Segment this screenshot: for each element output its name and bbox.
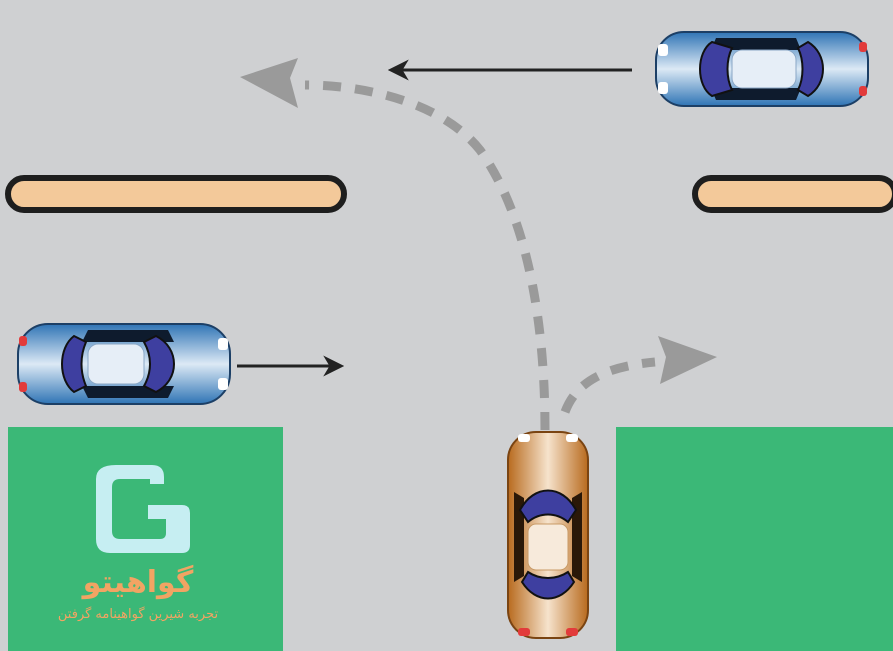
arrow-right-turn-head (658, 336, 717, 384)
path-right-turn (560, 357, 656, 414)
grass-bottom-right (616, 427, 893, 651)
car-left (17, 323, 231, 405)
logo: گواهیتو تجربه شیرین گواهینامه گرفتن (58, 465, 219, 622)
lane-divider-right (692, 175, 893, 213)
logo-tagline: تجربه شیرین گواهینامه گرفتن (58, 606, 219, 622)
path-left-turn (304, 80, 550, 431)
car-top-right (655, 31, 869, 107)
logo-name: گواهیتو (81, 564, 194, 600)
arrow-left-turn-head (240, 58, 298, 108)
g-logo-icon (96, 465, 190, 553)
lane-divider-left (5, 175, 347, 213)
car-bottom (507, 431, 589, 639)
